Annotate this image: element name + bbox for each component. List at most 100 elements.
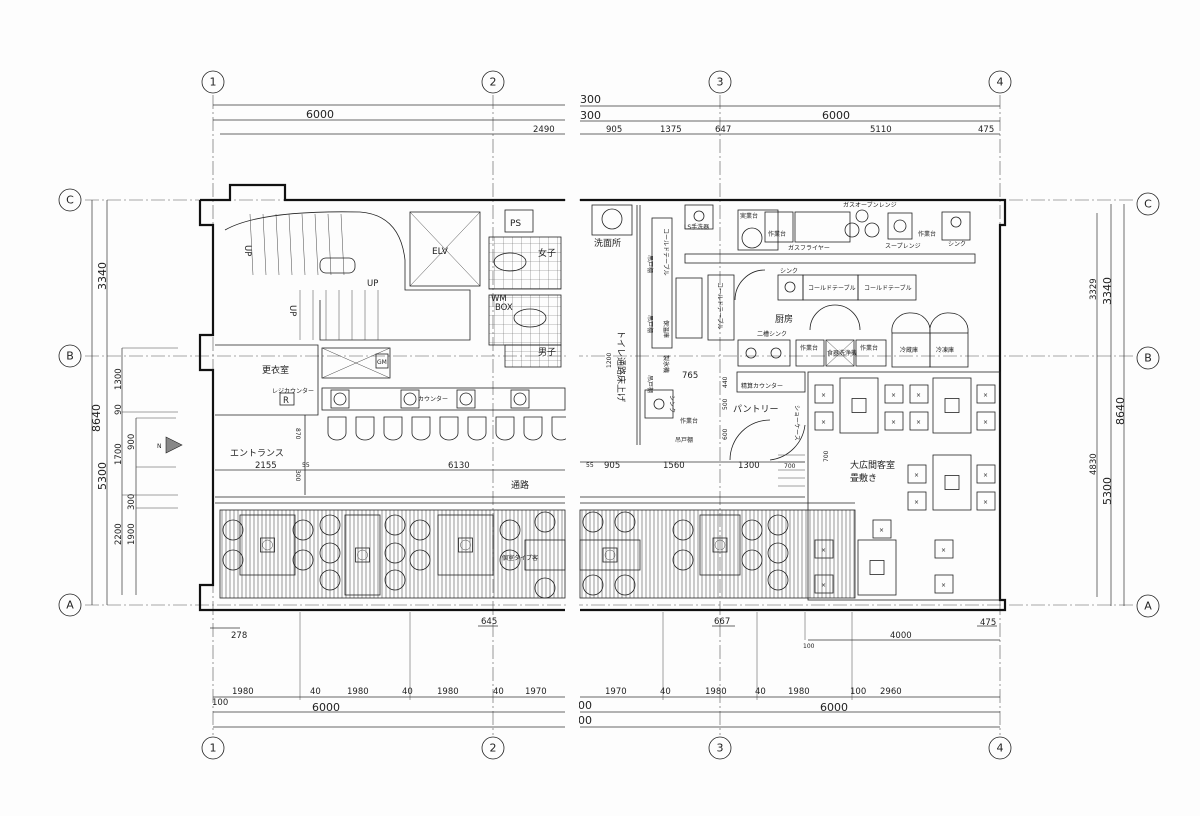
dim-label: 700 xyxy=(784,463,796,470)
private-rooms-label: 個室タイプ客 xyxy=(502,554,538,562)
hall: ××××××××××××××××× 大広間客室 畳敷き xyxy=(807,371,1001,601)
ps-label: PS xyxy=(510,219,521,229)
hall-table xyxy=(932,377,972,434)
equipment-label: 保温庫 xyxy=(662,320,670,338)
floor-cushion xyxy=(976,491,996,511)
dim-label: 1980 xyxy=(437,687,459,697)
equipment-label: 作業台 xyxy=(918,230,936,238)
dim-label: 8640 xyxy=(90,404,103,432)
stair-tread xyxy=(249,213,254,276)
elevator-label: ELV xyxy=(432,247,449,257)
svg-text:3: 3 xyxy=(717,76,724,89)
stair-tread xyxy=(262,213,267,276)
stair-tread xyxy=(314,213,319,276)
counter-stool xyxy=(327,416,347,441)
cushion-mark: × xyxy=(916,392,921,399)
booth-seat xyxy=(319,542,341,564)
bottom-dimensions: 100 1980 40 1980 40 1980 40 1970 1970 40… xyxy=(210,612,1000,728)
top-dimensions: 6000 6000 300 300 2490 905 1375 647 5110… xyxy=(213,93,1000,135)
dim-label: 1560 xyxy=(663,461,685,471)
hall-label: 大広間客室 xyxy=(850,459,895,471)
grid-bubble-4-bottom: 4 xyxy=(988,736,1012,760)
counter-sink xyxy=(400,389,420,409)
booth-seat xyxy=(384,569,406,591)
grid-bubbles: 1 2 3 4 1 2 3 4 C B A C B A xyxy=(58,70,1160,760)
hall-table xyxy=(857,539,897,596)
booth-seat xyxy=(582,574,604,596)
booth-table xyxy=(699,514,741,576)
booth-table xyxy=(579,539,641,571)
svg-text:2: 2 xyxy=(490,76,497,89)
equipment-label: シンク xyxy=(780,268,798,275)
booth-seat xyxy=(672,549,694,571)
equipment-label: 作業台 xyxy=(800,344,818,352)
dim-label: 647 xyxy=(715,125,731,135)
equipment-label: 作業台 xyxy=(768,230,786,238)
floor-cushion xyxy=(907,464,927,484)
dim-label: 500 xyxy=(722,398,729,410)
booth-seat xyxy=(384,514,406,536)
dim-label: 1980 xyxy=(788,687,810,697)
equipment-label: シンク xyxy=(668,395,675,413)
up-label: UP xyxy=(367,279,378,289)
table-grill xyxy=(458,537,473,553)
equipment-label: 作業台 xyxy=(680,417,698,425)
equipment-label: 作業台 xyxy=(860,344,878,352)
svg-text:1: 1 xyxy=(210,76,217,89)
svg-text:B: B xyxy=(1144,352,1152,365)
table-grill xyxy=(260,537,275,553)
cushion-mark: × xyxy=(916,419,921,426)
cushion-mark: × xyxy=(821,582,826,589)
gm-label: GM xyxy=(377,359,387,366)
svg-text:1: 1 xyxy=(210,742,217,755)
cushion-mark: × xyxy=(879,527,884,534)
grid-bubble-3-bottom: 3 xyxy=(708,736,732,760)
dim-label: 475 xyxy=(980,618,996,628)
up-label: UP xyxy=(287,305,297,316)
dim-label: 765 xyxy=(682,371,698,381)
cushion-mark: × xyxy=(821,392,826,399)
equipment-label: 実業台 xyxy=(740,212,758,220)
floor-cushion xyxy=(934,539,954,559)
grid-bubble-2-bottom: 2 xyxy=(481,736,505,760)
grid-bubble-b-right: B xyxy=(1136,346,1160,370)
dim-label: 1375 xyxy=(660,125,682,135)
dim-bottom-right: 6000 xyxy=(820,701,848,714)
svg-text:4: 4 xyxy=(997,742,1004,755)
counter-sink xyxy=(510,389,530,409)
cushion-mark: × xyxy=(914,472,919,479)
dim-label: 300 xyxy=(580,93,601,106)
dim-label: 1900 xyxy=(127,523,137,545)
grid-bubble-3-top: 3 xyxy=(708,70,732,94)
checkout-counter-label: 精算カウンター xyxy=(741,382,783,390)
dim-label: 1980 xyxy=(705,687,727,697)
table-grill-burner xyxy=(604,549,616,561)
dim-label: 1200 xyxy=(606,353,613,368)
north-arrow-icon: N xyxy=(157,436,183,454)
booth-seat xyxy=(614,574,636,596)
booth-seat xyxy=(534,511,556,533)
dim-label: 300 xyxy=(127,494,137,510)
dim-label: 3340 xyxy=(1101,277,1114,305)
table-grill xyxy=(944,398,960,413)
dim-label: 55 xyxy=(586,462,594,469)
counter-sink-bowl xyxy=(333,392,347,406)
equipment-label: ガスオーブンレンジ xyxy=(843,201,897,209)
entrance: エントランス 2155 6130 870 300 通路 xyxy=(215,415,565,495)
elevator: ELV xyxy=(409,211,481,287)
dim-label: 4830 xyxy=(1089,453,1099,475)
dim-label: 8640 xyxy=(1114,397,1127,425)
back-area: 洗面所 トイレ通路床上げ 1200 コールドテーブル 吊戸棚 吊戸棚 吊戸棚 保… xyxy=(302,204,830,487)
counter-sink xyxy=(456,389,476,409)
stairwell: UP UP UP xyxy=(224,211,471,341)
stair-tread xyxy=(275,213,280,276)
booth-seat xyxy=(741,549,763,571)
floor-cushion xyxy=(814,411,834,431)
table-grill-burner xyxy=(714,539,726,551)
equipment-label: 製氷機 xyxy=(662,355,670,373)
floor-cushion xyxy=(909,411,929,431)
dim-label: 5300 xyxy=(96,462,109,490)
floor-cushion xyxy=(909,384,929,404)
booth-seat xyxy=(767,514,789,536)
